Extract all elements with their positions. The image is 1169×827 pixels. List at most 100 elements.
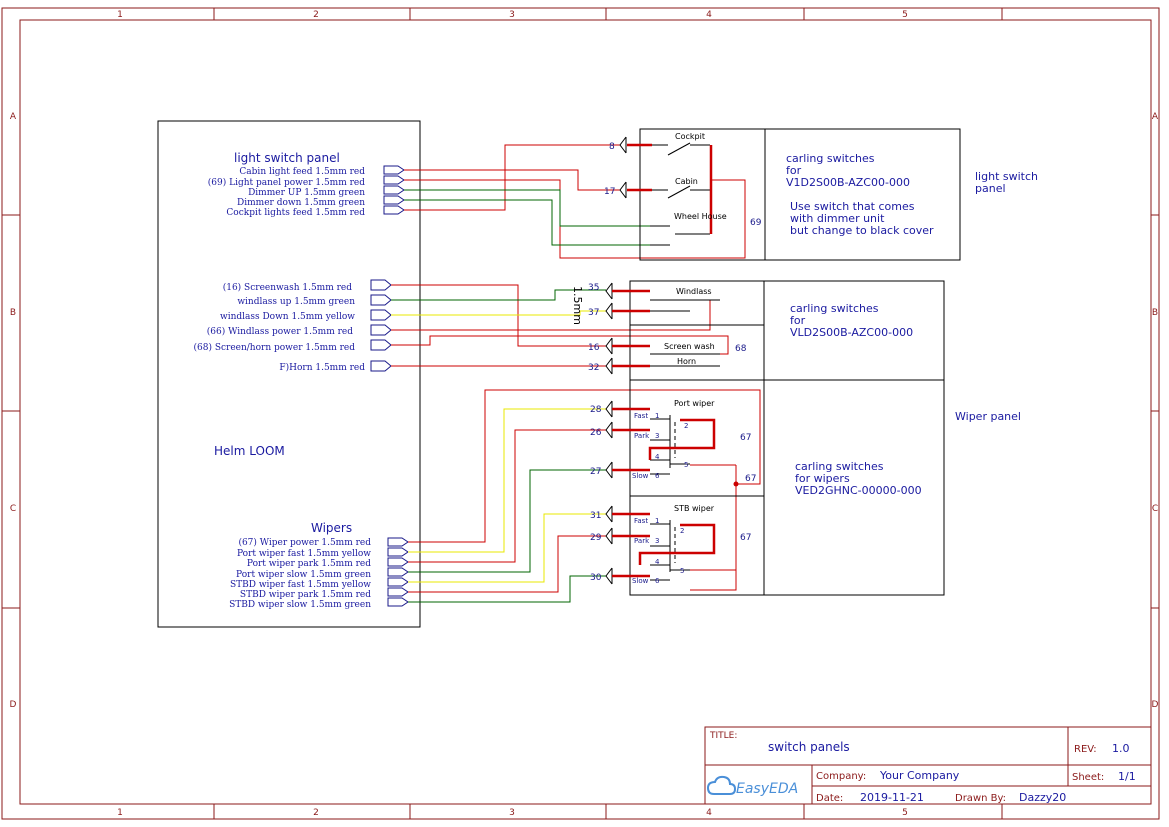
row-marker: C: [10, 504, 16, 514]
svg-text:Fast: Fast: [634, 412, 648, 420]
company-label: Company:: [816, 771, 866, 782]
pin-stubs: [612, 512, 650, 578]
frame-markers: 1 2 3 4 5 1 2 3 4 5 A B C D A B C D: [10, 10, 1159, 818]
svg-text:with dimmer unit: with dimmer unit: [790, 212, 885, 225]
wire-label: Cockpit lights feed 1.5mm red: [226, 208, 365, 218]
svg-text:2: 2: [680, 527, 684, 535]
windlass-pins: [605, 282, 613, 375]
svg-text:VLD2S00B-AZC00-000: VLD2S00B-AZC00-000: [790, 326, 913, 339]
port-wiper-pins: [605, 400, 613, 479]
svg-text:2: 2: [684, 422, 688, 430]
wire-label: (67) Wiper power 1.5mm red: [238, 537, 371, 548]
pin-number: 35: [588, 283, 599, 293]
net-label: 68: [735, 344, 747, 354]
pin-number: 8: [609, 142, 615, 152]
col-marker: 4: [706, 10, 712, 20]
row-marker: B: [1152, 308, 1158, 318]
switch-label: Cockpit: [675, 132, 705, 141]
switch-label: Screen wash: [664, 342, 715, 351]
col-marker: 1: [117, 10, 123, 20]
cloud-icon: [706, 775, 737, 795]
light-panel-pins: [619, 136, 627, 199]
wipers-heading: Wipers: [311, 521, 352, 535]
windlass-panel-box: [629, 280, 945, 596]
col-marker: 2: [313, 10, 319, 20]
svg-text:VED2GHNC-00000-000: VED2GHNC-00000-000: [795, 484, 922, 497]
title-block: [704, 726, 1152, 805]
stb-wiper-contacts: [650, 520, 690, 581]
svg-text:3: 3: [655, 432, 659, 440]
pin-number: 31: [590, 511, 601, 521]
drawn-by-label: Drawn By:: [955, 793, 1006, 804]
col-marker: 4: [706, 808, 712, 818]
port-wiper-bridge: [648, 418, 716, 460]
wire-label: Cabin light feed 1.5mm red: [239, 167, 365, 177]
sheet-value: 1/1: [1118, 770, 1136, 783]
easyeda-logo: EasyEDA: [706, 775, 798, 797]
wiper-title: STB wiper: [674, 504, 715, 513]
svg-text:5: 5: [680, 567, 684, 575]
net-label: 69: [750, 218, 762, 228]
col-marker: 1: [117, 808, 123, 818]
svg-text:panel: panel: [975, 182, 1006, 195]
pin-number: 27: [590, 467, 601, 477]
windlass-panel-desc: carling switches for VLD2S00B-AZC00-000: [790, 302, 913, 339]
wire-label: Dimmer UP 1.5mm green: [248, 188, 365, 198]
light-panel-box: [639, 128, 961, 261]
net-label: 67: [740, 433, 751, 443]
col-marker: 2: [313, 808, 319, 818]
svg-text:for wipers: for wipers: [795, 472, 850, 485]
wire-label: (66) Windlass power 1.5mm red: [207, 326, 353, 337]
switch-label: Cabin: [675, 177, 698, 186]
helm-loom-title: Helm LOOM: [214, 444, 285, 458]
svg-text:Park: Park: [634, 432, 650, 440]
switch-label: Wheel House: [674, 212, 727, 221]
wire-label: Dimmer down 1.5mm green: [237, 198, 365, 208]
row-marker: A: [1152, 112, 1159, 122]
svg-text:Slow: Slow: [632, 472, 649, 480]
wires-yellow: [391, 310, 606, 583]
wires-green: [391, 189, 650, 603]
wire-label: (16) Screenwash 1.5mm red: [223, 282, 353, 293]
wire-label: Port wiper fast 1.5mm yellow: [237, 549, 371, 559]
svg-text:Use switch that comes: Use switch that comes: [790, 200, 915, 213]
svg-text:EasyEDA: EasyEDA: [736, 781, 798, 797]
col-marker: 5: [902, 808, 908, 818]
light-switch-heading: light switch panel: [234, 151, 340, 165]
sheet-frame: [1, 7, 1160, 820]
sheet-label: Sheet:: [1072, 772, 1104, 783]
svg-text:V1D2S00B-AZC00-000: V1D2S00B-AZC00-000: [786, 176, 910, 189]
pin-number: 37: [588, 308, 599, 318]
pin-stubs: [612, 407, 650, 472]
row-marker: D: [10, 700, 17, 710]
light-switches: [650, 142, 710, 246]
junction-dot: [733, 481, 739, 487]
wire-note: 1.5mm: [571, 286, 584, 325]
loom-connectors: [370, 165, 409, 607]
pin-stubs: [612, 289, 650, 368]
wire-label: STBD wiper park 1.5mm red: [240, 590, 371, 600]
wiper-wire-labels: (67) Wiper power 1.5mm red Port wiper fa…: [229, 537, 371, 610]
svg-text:3: 3: [655, 537, 659, 545]
pin-number: 30: [590, 573, 602, 583]
svg-text:Fast: Fast: [634, 517, 648, 525]
wire-label: (69) Light panel power 1.5mm red: [208, 177, 365, 188]
row-marker: D: [1152, 700, 1159, 710]
wire-label: windlass Down 1.5mm yellow: [220, 312, 355, 322]
net-label: 67: [745, 474, 756, 484]
light-panel-desc: carling switches for V1D2S00B-AZC00-000 …: [786, 152, 934, 237]
svg-text:6: 6: [655, 577, 660, 585]
stb-wiper-bridge: [638, 523, 716, 565]
light-panel-label: light switch panel: [975, 170, 1038, 195]
pin-number: 32: [588, 363, 599, 373]
switch-label: Windlass: [676, 287, 712, 296]
wire-label: (68) Screen/horn power 1.5mm red: [193, 342, 355, 353]
rev-label: REV:: [1074, 744, 1097, 755]
date-value: 2019-11-21: [860, 791, 924, 804]
net-label: 67: [740, 533, 751, 543]
svg-text:4: 4: [655, 453, 660, 461]
pin-number: 17: [604, 187, 615, 197]
helm-loom-box: [157, 120, 421, 628]
date-label: Date:: [816, 793, 843, 804]
